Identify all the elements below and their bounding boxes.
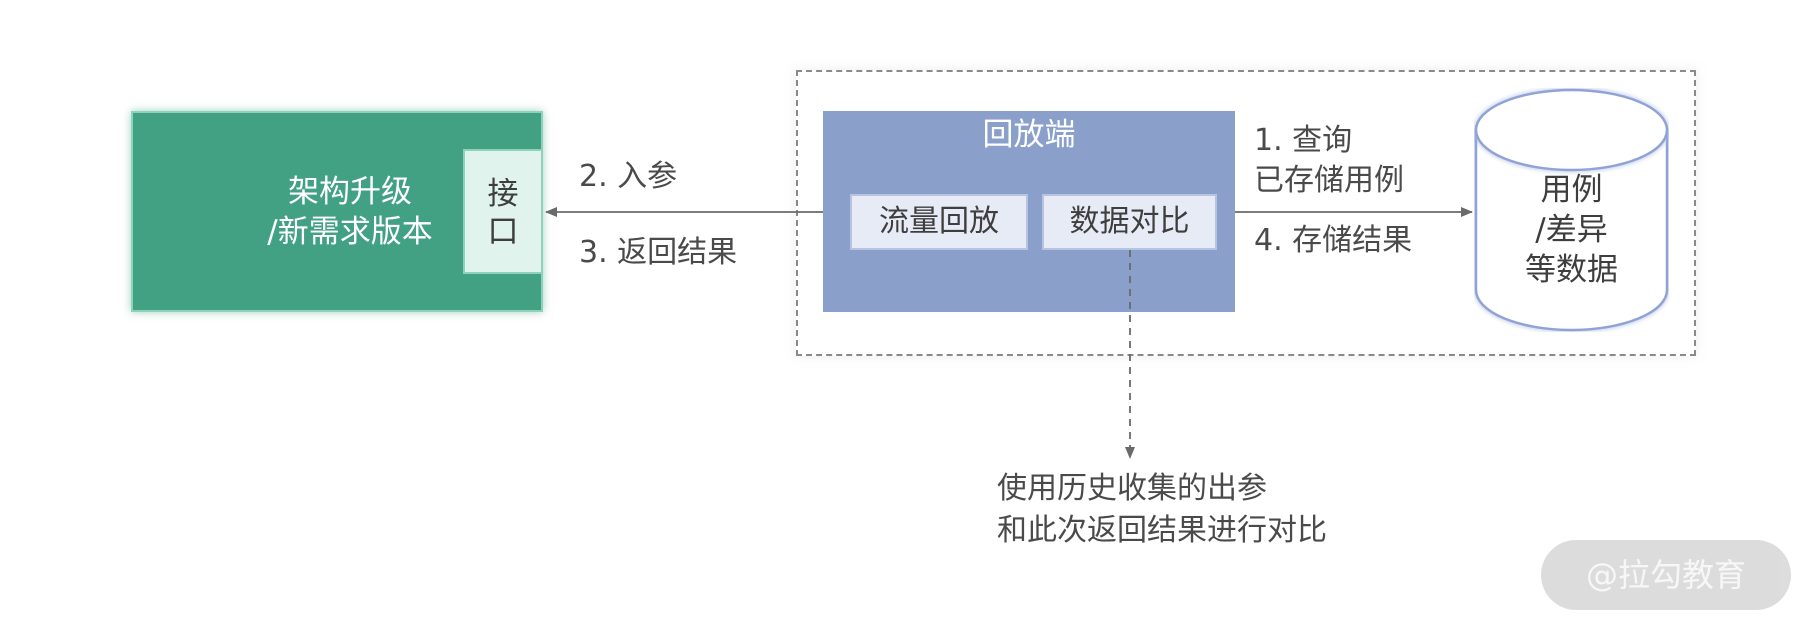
watermark-badge: @拉勾教育 xyxy=(1541,540,1791,610)
database-cylinder-icon xyxy=(1474,88,1669,332)
replay-title: 回放端 xyxy=(982,117,1076,153)
interface-label: 接 口 xyxy=(487,176,519,250)
edge-label-input-params: 2. 入参 xyxy=(579,159,678,194)
traffic-replay-box: 流量回放 xyxy=(850,194,1028,250)
comparison-note: 使用历史收集的出参 和此次返回结果进行对比 xyxy=(997,471,1327,548)
interface-box xyxy=(463,149,543,274)
database-label: 用例 /差异 等数据 xyxy=(1525,172,1618,288)
replay-system-boundary xyxy=(796,70,1696,356)
system-under-test-label: 架构升级 /新需求版本 xyxy=(267,174,433,250)
edge-label-return-result: 3. 返回结果 xyxy=(579,235,738,270)
data-compare-box: 数据对比 xyxy=(1042,194,1217,250)
edge-label-store-result: 4. 存储结果 xyxy=(1254,223,1413,258)
edge-label-query-cases: 1. 查询 已存储用例 xyxy=(1254,123,1404,198)
